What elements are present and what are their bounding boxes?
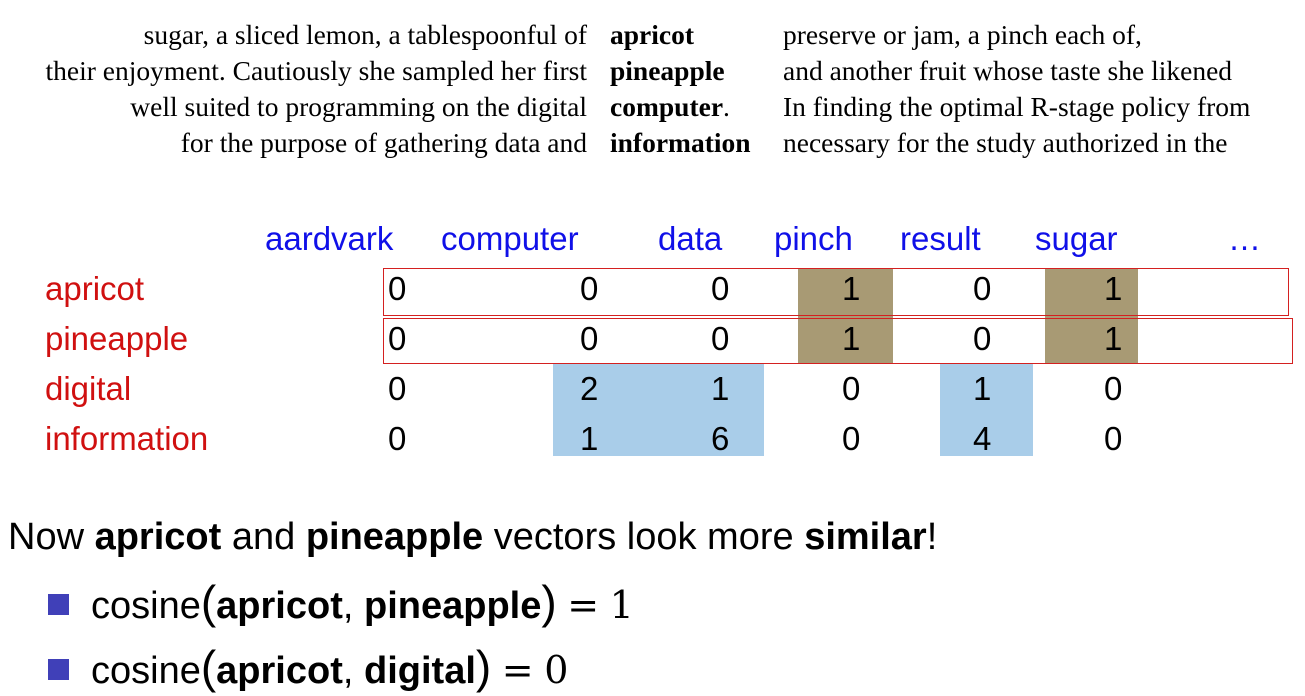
column-header: sugar — [1035, 220, 1118, 257]
cosine-value: 1 — [609, 583, 634, 627]
square-bullet-icon — [48, 659, 69, 680]
matrix-cell: 2 — [580, 370, 599, 407]
row-label: information — [45, 420, 209, 457]
highlight-cell — [940, 364, 1033, 456]
row-label: pineapple — [45, 320, 189, 357]
concordance-line: well suited to programming on the digita… — [0, 89, 1305, 125]
concordance-keyword: apricot — [610, 19, 695, 50]
matrix-cell: 0 — [973, 320, 992, 357]
concordance-keyword: computer. — [610, 89, 730, 125]
paren-open: ( — [200, 641, 217, 693]
bullet-item: cosine(apricot, pineapple) = 1 — [48, 579, 634, 631]
column-header: result — [900, 220, 981, 257]
column-header: computer — [441, 220, 579, 257]
highlight-cell — [1045, 268, 1138, 364]
bullet-item: cosine(apricot, digital) = 0 — [48, 644, 569, 696]
concordance-right-context: and another fruit whose taste she likene… — [783, 55, 1233, 86]
argument: digital — [364, 650, 476, 692]
matrix-cell: 1 — [1104, 320, 1123, 357]
matrix-cell: 0 — [580, 320, 599, 357]
concordance-line: for the purpose of gathering data and in… — [0, 125, 1305, 161]
separator: , — [342, 650, 354, 692]
separator: , — [342, 585, 354, 627]
matrix-cell: 1 — [973, 370, 992, 407]
row-outline-pineapple — [383, 318, 1293, 364]
matrix-cell: 1 — [711, 370, 730, 407]
concordance: sugar, a sliced lemon, a tablespoonful o… — [0, 17, 1305, 161]
matrix-cell: 1 — [1104, 270, 1123, 307]
claim-emphasis: apricot — [94, 516, 222, 558]
matrix-cell: 0 — [973, 270, 992, 307]
equals-sign: = — [501, 648, 534, 692]
column-header: pinch — [774, 220, 853, 257]
highlight-cell — [798, 268, 893, 364]
matrix-cell: 0 — [842, 420, 861, 457]
function-name: cosine — [91, 585, 201, 627]
concordance-line: their enjoyment. Cautiously she sampled … — [0, 53, 1305, 89]
column-header-ellipsis: … — [1228, 220, 1261, 257]
concordance-left-context: for the purpose of gathering data and — [180, 127, 587, 158]
claim-text: vectors look more — [483, 516, 805, 558]
paren-open: ( — [200, 576, 217, 628]
argument: pineapple — [364, 585, 542, 627]
row-label: digital — [45, 370, 132, 407]
claim-emphasis: similar — [804, 516, 927, 558]
equals-sign: = — [567, 583, 600, 627]
argument: apricot — [216, 585, 343, 627]
matrix-cell: 0 — [1104, 420, 1123, 457]
matrix-cell: 0 — [388, 420, 407, 457]
matrix-cell: 0 — [388, 370, 407, 407]
matrix-cell: 0 — [711, 320, 730, 357]
row-outline-apricot — [383, 268, 1289, 316]
concordance-left-context: sugar, a sliced lemon, a tablespoonful o… — [143, 19, 587, 50]
concordance-left-context: well suited to programming on the digita… — [130, 91, 587, 122]
concordance-keyword: information — [610, 127, 751, 158]
cooccurrence-matrix: aardvark computer data pinch result suga… — [45, 220, 1293, 457]
concordance-line: sugar, a sliced lemon, a tablespoonful o… — [0, 17, 1305, 53]
paren-close: ) — [541, 576, 557, 628]
matrix-cell: 1 — [842, 270, 861, 307]
argument: apricot — [216, 650, 343, 692]
matrix-cell: 0 — [388, 270, 407, 307]
matrix-cell: 1 — [580, 420, 599, 457]
row-label: apricot — [45, 270, 145, 307]
highlight-cell — [553, 364, 764, 456]
concordance-right-context: necessary for the study authorized in th… — [783, 127, 1228, 158]
cosine-value: 0 — [544, 648, 569, 692]
column-header: aardvark — [265, 220, 394, 257]
matrix-cell: 0 — [580, 270, 599, 307]
function-name: cosine — [91, 650, 201, 692]
matrix-cell: 0 — [388, 320, 407, 357]
matrix-cell: 0 — [711, 270, 730, 307]
matrix-cell: 1 — [842, 320, 861, 357]
column-header: data — [658, 220, 723, 257]
concordance-keyword: pineapple — [610, 55, 725, 86]
concordance-keyword-punct: . — [723, 91, 730, 122]
paren-close: ) — [475, 641, 492, 693]
concordance-left-context: their enjoyment. Cautiously she sampled … — [45, 55, 588, 86]
claim-emphasis: pineapple — [305, 516, 484, 558]
concordance-right-context: In finding the optimal R-stage policy fr… — [783, 91, 1251, 122]
matrix-cell: 0 — [842, 370, 861, 407]
concordance-keyword-text: computer — [610, 91, 724, 122]
matrix-cell: 6 — [711, 420, 730, 457]
claim-sentence: Now apricot and pineapple vectors look m… — [8, 512, 937, 562]
claim-text: and — [221, 516, 306, 558]
claim-text: Now — [8, 516, 95, 558]
matrix-cell: 4 — [973, 420, 992, 457]
matrix-cell: 0 — [1104, 370, 1123, 407]
concordance-right-context: preserve or jam, a pinch each of, — [783, 19, 1142, 50]
square-bullet-icon — [48, 594, 69, 615]
claim-text: ! — [926, 516, 938, 558]
